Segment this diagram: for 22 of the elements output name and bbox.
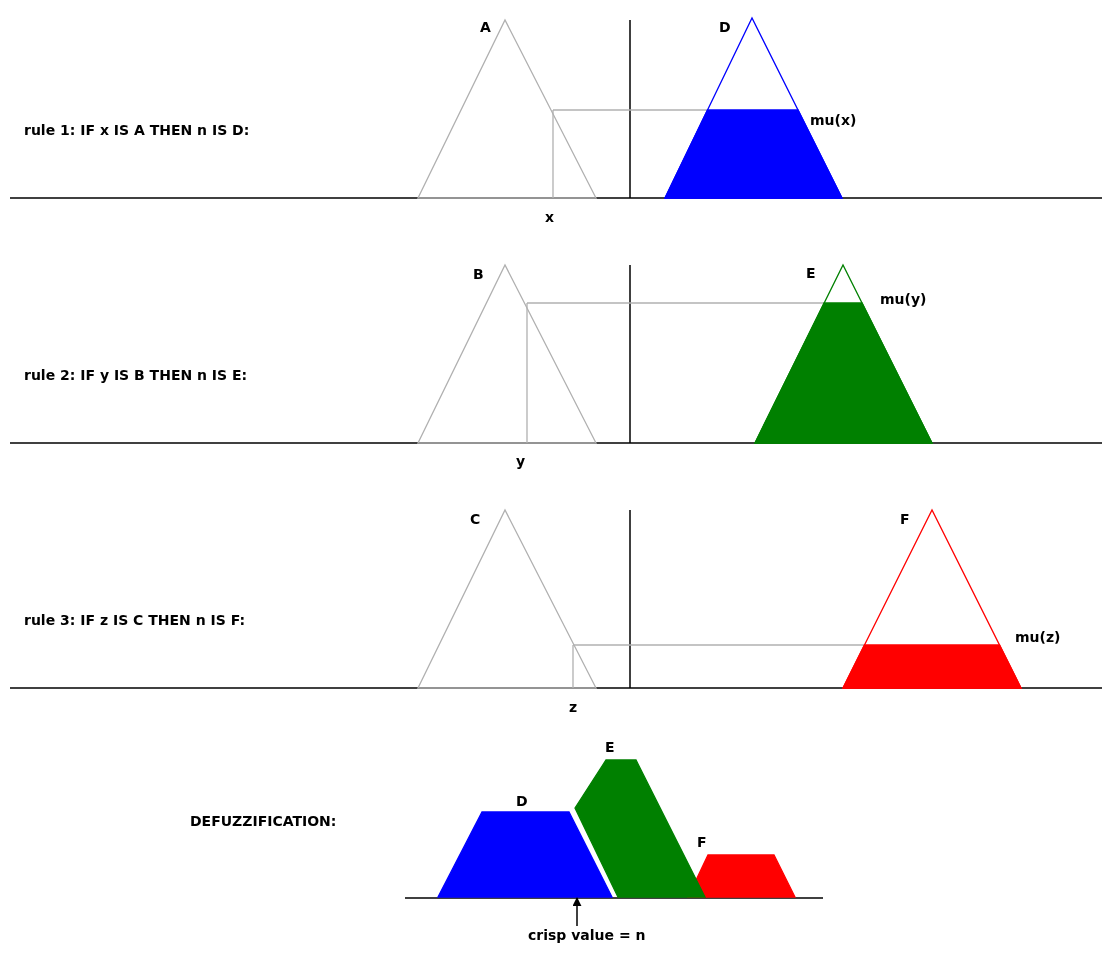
axis-label: D (516, 792, 528, 810)
axis-label: z (569, 698, 578, 716)
arrow (572, 897, 582, 927)
axis-label: x (545, 208, 555, 226)
axis-label: E (605, 738, 615, 756)
rule-text: rule 1: IF x IS A THEN n IS D: (24, 121, 250, 139)
axis-label: D (719, 18, 731, 36)
axis-label: mu(y) (880, 290, 927, 308)
callout-text: crisp value = n (528, 926, 646, 944)
axis-label: mu(z) (1015, 628, 1061, 646)
axis-label: C (470, 510, 481, 528)
axis-label: mu(x) (810, 111, 857, 129)
defuzzification-drawing (436, 759, 797, 898)
axis-label: E (806, 264, 816, 282)
axis-label: B (473, 265, 484, 283)
axis-label: A (480, 18, 491, 36)
axis-label: F (697, 833, 707, 851)
rule-text: rule 3: IF z IS C THEN n IS F: (24, 611, 246, 629)
rule-text: rule 2: IF y IS B THEN n IS E: (24, 366, 248, 384)
axis-label: y (516, 452, 526, 470)
section-heading: DEFUZZIFICATION: (190, 812, 337, 830)
axis-label: F (900, 510, 910, 528)
